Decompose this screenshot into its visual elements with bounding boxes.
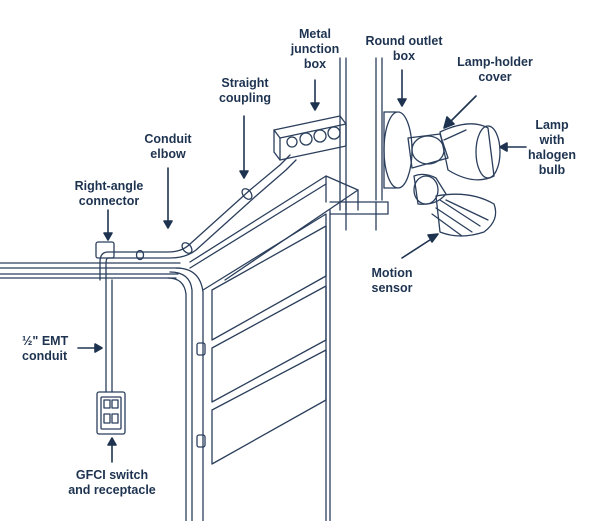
label-straight-coupling: Straight coupling xyxy=(218,76,272,105)
lamp-assembly xyxy=(407,123,501,237)
door-track xyxy=(167,267,204,521)
wall-posts xyxy=(329,57,389,231)
label-lamp-holder-cover: Lamp-holder cover xyxy=(457,55,533,84)
label-right-angle-connector: Right-angle connector xyxy=(74,179,144,208)
round-outlet-box xyxy=(383,111,413,189)
label-lamp-with-halogen-bulb: Lamp with halogen bulb xyxy=(528,118,576,177)
vertical-drop-conduit xyxy=(95,241,115,393)
metal-junction-box xyxy=(273,115,347,161)
label-conduit-elbow: Conduit elbow xyxy=(144,132,192,161)
conduit-run xyxy=(107,154,297,261)
callout-arrows xyxy=(77,69,527,463)
garage-door xyxy=(196,209,331,521)
label-emt-conduit: ½" EMT conduit xyxy=(22,334,69,363)
label-motion-sensor: Motion sensor xyxy=(371,266,413,295)
label-round-outlet-box: Round outlet box xyxy=(365,34,443,63)
label-gfci: GFCI switch and receptacle xyxy=(68,468,156,497)
roof-eave xyxy=(189,175,359,281)
label-metal-junction-box: Metal junction box xyxy=(290,27,340,71)
gfci-box xyxy=(96,391,126,435)
roof-lines xyxy=(0,262,181,279)
